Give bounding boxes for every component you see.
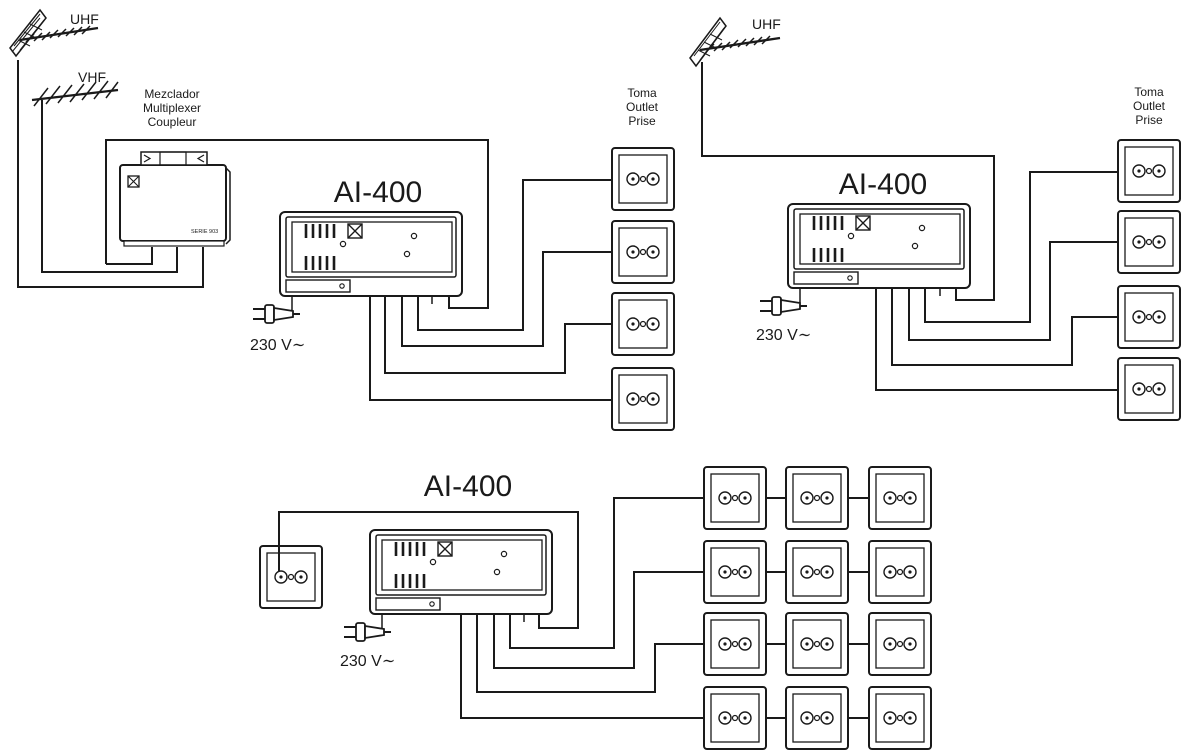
uhf-antenna-icon xyxy=(689,16,781,68)
mixer-label-es: Mezclador xyxy=(144,87,199,101)
tv-outlet-icon xyxy=(1117,357,1181,421)
mixer-box xyxy=(119,151,231,247)
tv-outlet-icon xyxy=(868,540,932,604)
power-label: 230 V∼ xyxy=(340,653,395,670)
outlet-label-en: Outlet xyxy=(1133,99,1166,113)
tv-outlet-icon xyxy=(703,540,767,604)
mixer-series-label: SERIE 903 xyxy=(191,229,218,235)
tv-outlet-icon xyxy=(868,686,932,750)
tv-outlet-icon xyxy=(785,540,849,604)
amplifier-model-label: AI-400 xyxy=(839,168,927,201)
diagram-uhf-only: UHF AI-400 Toma Outlet Prise 230 V∼ xyxy=(689,16,1181,421)
power-plug-icon xyxy=(343,622,392,642)
tv-outlet-icon xyxy=(611,147,675,211)
tv-outlet-icon xyxy=(703,612,767,676)
uhf-label: UHF xyxy=(752,16,781,32)
diagram-outlet-input: AI-400 xyxy=(259,466,932,750)
vhf-antenna-icon xyxy=(31,80,119,107)
tv-outlet-icon xyxy=(785,612,849,676)
tv-outlet-icon xyxy=(611,292,675,356)
uhf-antenna-icon xyxy=(9,8,99,58)
tv-outlet-icon xyxy=(785,466,849,530)
tv-outlet-icon xyxy=(868,466,932,530)
amplifier-ai-400 xyxy=(368,528,554,616)
tv-outlet-icon xyxy=(1117,139,1181,203)
outlet-row-2 xyxy=(703,540,932,604)
outlet-label-es: Toma xyxy=(627,86,657,100)
tv-outlet-icon xyxy=(611,220,675,284)
diagram-with-mixer: UHF VHF Mezclador Multiplexer Coupleur S… xyxy=(9,8,675,431)
amplifier-ai-400 xyxy=(786,202,972,290)
tv-outlet-icon xyxy=(1117,285,1181,349)
power-label: 230 V∼ xyxy=(756,327,811,344)
tv-outlet-icon xyxy=(785,686,849,750)
mixer-label-fr: Coupleur xyxy=(148,115,197,129)
amplifier-model-label: AI-400 xyxy=(334,176,422,209)
outlet-label-fr: Prise xyxy=(628,114,656,128)
outlet-label-es: Toma xyxy=(1134,85,1164,99)
amplifier-model-label: AI-400 xyxy=(424,470,512,503)
tv-outlet-icon xyxy=(1117,210,1181,274)
power-label: 230 V∼ xyxy=(250,337,305,354)
tv-outlet-icon xyxy=(703,686,767,750)
outlet-row-1 xyxy=(703,466,932,530)
tv-outlet-icon xyxy=(868,612,932,676)
outlet-row-3 xyxy=(703,612,932,676)
mixer-label-en: Multiplexer xyxy=(143,101,201,115)
outlet-label-fr: Prise xyxy=(1135,113,1163,127)
outlet-label-en: Outlet xyxy=(626,100,659,114)
vhf-label: VHF xyxy=(78,69,106,85)
tv-outlet-icon xyxy=(703,466,767,530)
uhf-label: UHF xyxy=(70,11,99,27)
tv-outlet-icon xyxy=(611,367,675,431)
tv-outlet-icon xyxy=(259,545,323,609)
outlet-row-4 xyxy=(703,686,932,750)
power-plug-icon xyxy=(252,304,301,324)
amplifier-ai-400 xyxy=(278,210,464,298)
